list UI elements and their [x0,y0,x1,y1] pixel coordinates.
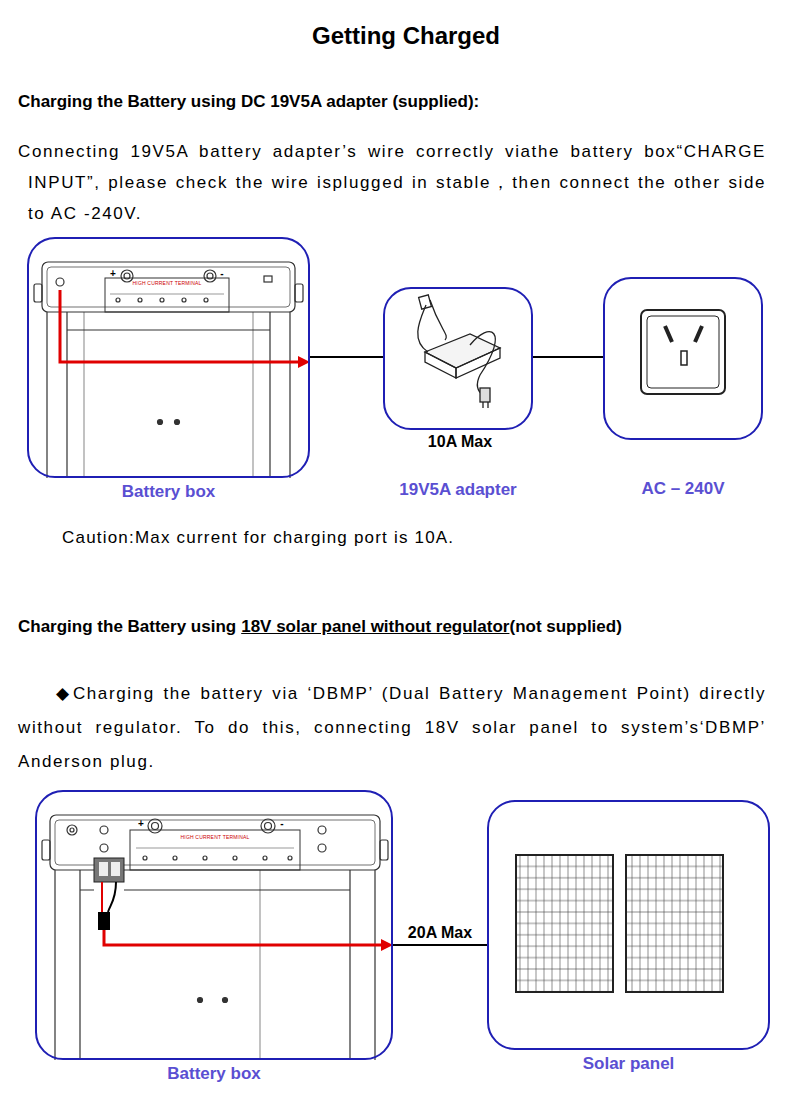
panel-caption: Battery box [122,482,216,502]
current-limit: 10A Max [428,433,492,451]
polarity-label: - [220,268,223,279]
solar-panels [516,855,723,992]
panel-caption: Solar panel [583,1054,675,1074]
polarity-label: + [110,268,116,279]
panel-caption: Battery box [167,1064,261,1084]
instruction-text: ◆Charging the battery via ‘DBMP’ (Dual B… [18,677,766,779]
terminal-label: HIGH CURRENT TERMINAL [180,834,249,840]
caution-note: Caution:Max current for charging port is… [62,528,454,548]
anderson-plug [94,858,124,930]
instruction-text: Connecting 19V5A battery adapter’s wire … [18,136,766,229]
edge-label: 20A Max [406,924,474,942]
battery-housing [42,815,388,1060]
polarity-label: - [280,818,283,829]
red-arrow [60,290,310,368]
battery-housing [34,262,303,478]
heading-row: Charging the Battery using18V solar pane… [18,617,622,637]
panel-caption: AC – 240V [641,479,724,499]
device-panel: Battery box [35,790,393,1060]
adapter-illustration [418,295,500,408]
section-heading: Charging the Battery using DC 19V5A adap… [18,92,479,112]
connector-line [310,356,383,358]
section-heading: 18V solar panel without regulator [241,617,509,637]
device-panel: Solar panel [487,800,770,1050]
connector-line [393,944,487,946]
ac-socket [641,310,725,394]
terminal-label: HIGH CURRENT TERMINAL [132,280,201,286]
section-heading: (not supplied) [509,617,621,637]
device-panel: Battery box [27,237,310,478]
polarity-label: + [138,818,144,829]
connector-line [533,356,603,358]
red-arrow [104,930,393,951]
section-heading: Charging the Battery using [18,617,236,637]
device-panel: AC – 240V [603,277,763,440]
panel-caption: 19V5A adapter [399,480,516,500]
device-panel: 19V5A adapter [383,287,533,430]
page-title: Getting Charged [0,22,812,50]
